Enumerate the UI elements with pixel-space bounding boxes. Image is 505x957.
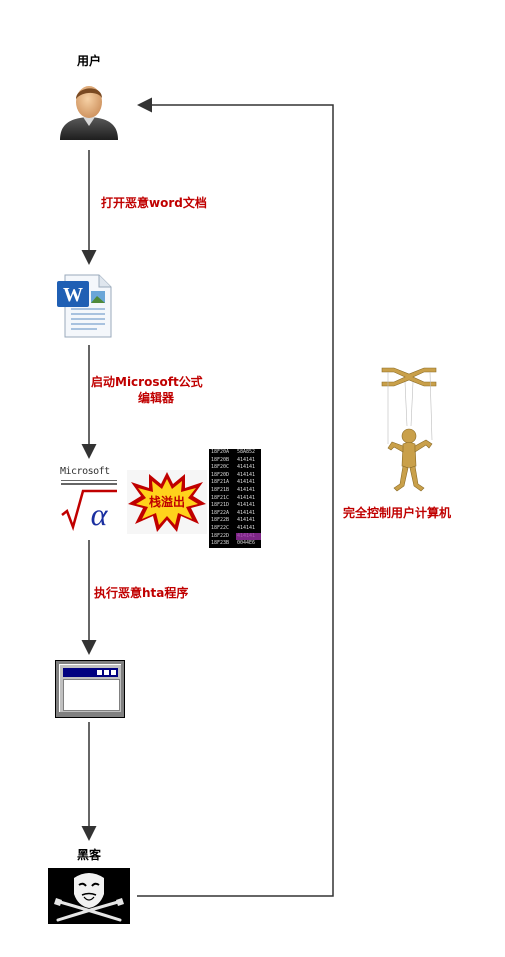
user-icon bbox=[60, 86, 118, 140]
step-launch-editor-1: 启动Microsoft公式 bbox=[91, 375, 203, 389]
memory-dump-values: 58A852 414141 414141 414141 414141 41414… bbox=[237, 449, 256, 548]
hacker-label: 黑客 bbox=[76, 848, 101, 862]
svg-text:W: W bbox=[63, 284, 83, 306]
anonymous-pirate-icon bbox=[48, 868, 130, 924]
step-open-doc: 打开恶意word文档 bbox=[101, 196, 207, 210]
stack-overflow-label: 栈溢出 bbox=[148, 495, 185, 509]
word-document-icon: W bbox=[57, 274, 112, 338]
arrow-hacker-to-user bbox=[137, 97, 334, 897]
explosion-icon: 栈溢出 bbox=[127, 470, 207, 534]
application-window-icon bbox=[55, 660, 125, 718]
puppet-label: 完全控制用户计算机 bbox=[343, 506, 452, 520]
microsoft-equation-editor-icon: Microsoft α bbox=[59, 465, 119, 531]
svg-text:α: α bbox=[91, 496, 109, 531]
memory-dump-icon: 18F20A 18F20B 18F20C 18F20D 18F21A 18F21… bbox=[209, 449, 261, 548]
marionette-puppet-icon bbox=[381, 367, 437, 492]
step-launch-editor-2: 编辑器 bbox=[138, 391, 175, 405]
memory-dump-addresses: 18F20A 18F20B 18F20C 18F20D 18F21A 18F21… bbox=[211, 449, 230, 548]
user-label: 用户 bbox=[76, 54, 101, 68]
equation-editor-brand: Microsoft bbox=[60, 466, 110, 477]
step-execute-hta: 执行恶意hta程序 bbox=[94, 586, 189, 600]
